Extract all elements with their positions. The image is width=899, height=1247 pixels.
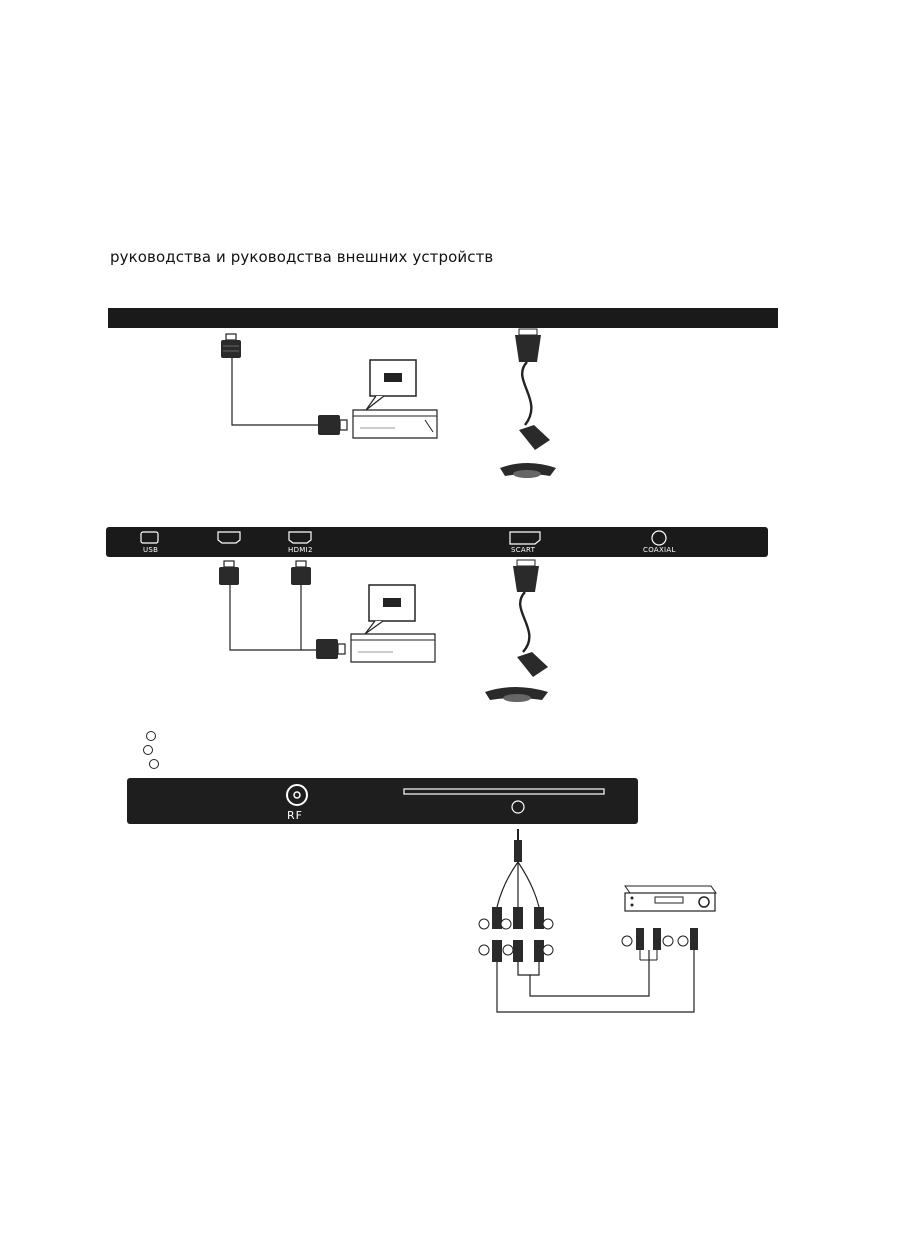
rf-label: RF <box>287 809 303 822</box>
tv-back-panel-ports: USB HDMI2 SCART COAXIAL <box>106 527 768 557</box>
port-label-hdmi2: HDMI2 <box>288 546 313 554</box>
hdmi-plug-horizontal-icon <box>316 639 346 659</box>
card-slot-icon <box>403 788 605 795</box>
scart-cable-icon <box>485 559 548 702</box>
hdmi1-port-icon <box>217 531 241 544</box>
hdmi-plug-horizontal-icon <box>318 415 348 435</box>
section-header-band <box>108 308 778 328</box>
hdmi2-port-icon <box>288 531 312 544</box>
marker-circle <box>149 759 159 769</box>
scart-cable-icon <box>500 328 556 478</box>
tv-side-panel-rf: RF <box>127 778 638 824</box>
usb-port-icon <box>140 531 159 544</box>
set-top-box-icon <box>350 584 436 663</box>
rca-plugs-icon <box>621 928 698 950</box>
port-label-scart: SCART <box>511 546 536 554</box>
port-label-usb: USB <box>143 546 159 554</box>
av-jack-cable-icon <box>478 829 554 962</box>
scart-port-icon <box>509 531 541 545</box>
set-top-box-icon <box>352 359 438 439</box>
av-port-icon <box>511 800 525 814</box>
section-heading: руководства и руководства внешних устрой… <box>110 248 494 266</box>
hdmi-plug-icon <box>291 560 311 585</box>
rf-port-icon <box>286 784 308 806</box>
port-label-coaxial: COAXIAL <box>643 546 676 554</box>
coaxial-port-icon <box>651 530 667 546</box>
marker-circle <box>146 731 156 741</box>
hdmi-plug-icon <box>219 560 239 585</box>
dvd-player-icon <box>624 885 717 912</box>
hdmi-plug-icon <box>221 333 241 358</box>
marker-circle <box>143 745 153 755</box>
